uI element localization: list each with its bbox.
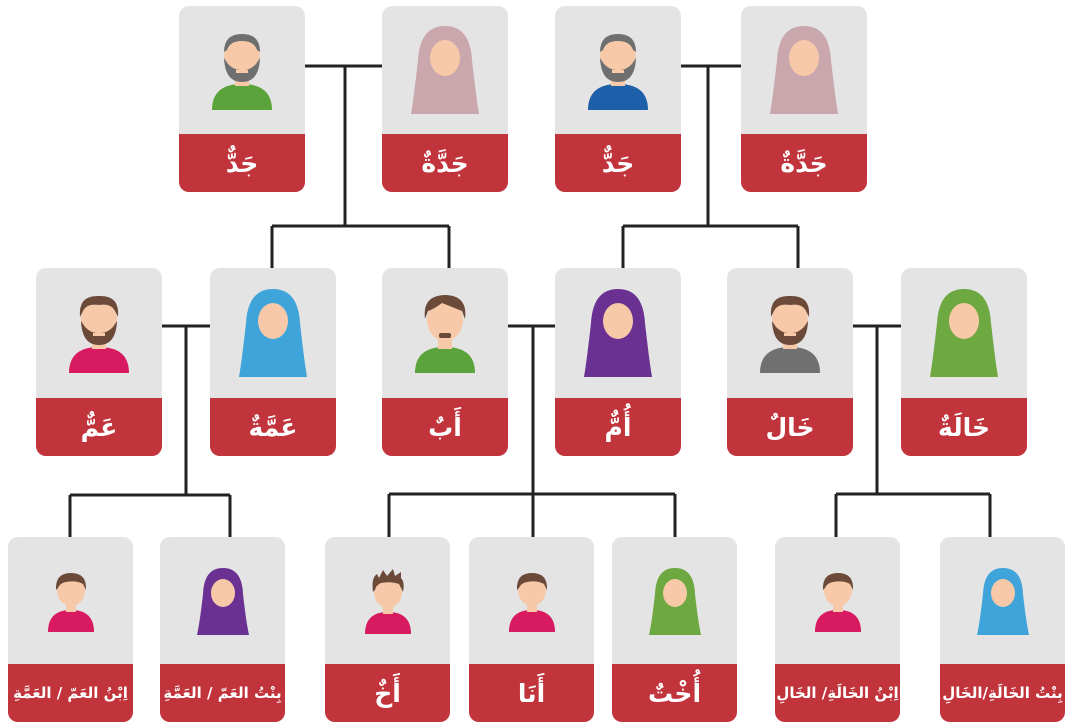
card-aunt-maternal: خَالَةٌ (901, 268, 1027, 456)
boy-icon (8, 537, 133, 664)
elderly-man-icon (179, 6, 305, 134)
label-cousin-son-paternal: اِبْنُ العَمّ / العَمَّةِ (8, 664, 133, 722)
hijab-woman-icon (901, 268, 1027, 398)
boy-icon (325, 537, 450, 664)
card-grandmother-paternal: جَدَّةٌ (382, 6, 508, 192)
connector-maternal-uncle-aunt (834, 324, 992, 537)
label-brother: أَخٌ (325, 664, 450, 722)
hijab-woman-icon (555, 268, 681, 398)
card-cousin-daughter-paternal: بِنْتُ العَمّ / العَمَّةِ (160, 537, 285, 722)
man-icon (382, 268, 508, 398)
elderly-man-icon (555, 6, 681, 134)
label-me: أَنَا (469, 664, 594, 722)
bearded-man-icon (727, 268, 853, 398)
label-cousin-son-maternal: اِبْنُ الخَالَةِ/ الخَالِ (775, 664, 900, 722)
card-father: أَبٌ (382, 268, 508, 456)
connector-paternal-uncle-aunt (68, 324, 232, 537)
card-grandfather-maternal: جَدٌّ (555, 6, 681, 192)
label-aunt-maternal: خَالَةٌ (901, 398, 1027, 456)
card-uncle-paternal: عَمٌّ (36, 268, 162, 456)
label-grandmother-paternal: جَدَّةٌ (382, 134, 508, 192)
card-cousin-son-maternal: اِبْنُ الخَالَةِ/ الخَالِ (775, 537, 900, 722)
card-cousin-daughter-maternal: بِنْتُ الخَالَةِ/الخَالِ (940, 537, 1065, 722)
card-cousin-son-paternal: اِبْنُ العَمّ / العَمَّةِ (8, 537, 133, 722)
hijab-girl-icon (160, 537, 285, 664)
card-mother: أُمٌّ (555, 268, 681, 456)
label-father: أَبٌ (382, 398, 508, 456)
card-sister: أُخْتٌ (612, 537, 737, 722)
label-mother: أُمٌّ (555, 398, 681, 456)
bearded-man-icon (36, 268, 162, 398)
hijab-girl-icon (940, 537, 1065, 664)
label-grandfather-paternal: جَدٌّ (179, 134, 305, 192)
hijab-woman-icon (741, 6, 867, 134)
card-grandfather-paternal: جَدٌّ (179, 6, 305, 192)
connector-parents (387, 324, 677, 537)
card-aunt-paternal: عَمَّةٌ (210, 268, 336, 456)
card-brother: أَخٌ (325, 537, 450, 722)
label-grandfather-maternal: جَدٌّ (555, 134, 681, 192)
label-uncle-paternal: عَمٌّ (36, 398, 162, 456)
card-grandmother-maternal: جَدَّةٌ (741, 6, 867, 192)
label-cousin-daughter-paternal: بِنْتُ العَمّ / العَمَّةِ (160, 664, 285, 722)
connector-maternal-grandparents (621, 64, 800, 268)
card-me: أَنَا (469, 537, 594, 722)
boy-icon (775, 537, 900, 664)
hijab-girl-icon (612, 537, 737, 664)
connector-paternal-grandparents (270, 64, 451, 268)
label-grandmother-maternal: جَدَّةٌ (741, 134, 867, 192)
label-aunt-paternal: عَمَّةٌ (210, 398, 336, 456)
card-uncle-maternal: خَالٌ (727, 268, 853, 456)
hijab-woman-icon (210, 268, 336, 398)
label-uncle-maternal: خَالٌ (727, 398, 853, 456)
label-sister: أُخْتٌ (612, 664, 737, 722)
hijab-woman-icon (382, 6, 508, 134)
label-cousin-daughter-maternal: بِنْتُ الخَالَةِ/الخَالِ (940, 664, 1065, 722)
boy-icon (469, 537, 594, 664)
